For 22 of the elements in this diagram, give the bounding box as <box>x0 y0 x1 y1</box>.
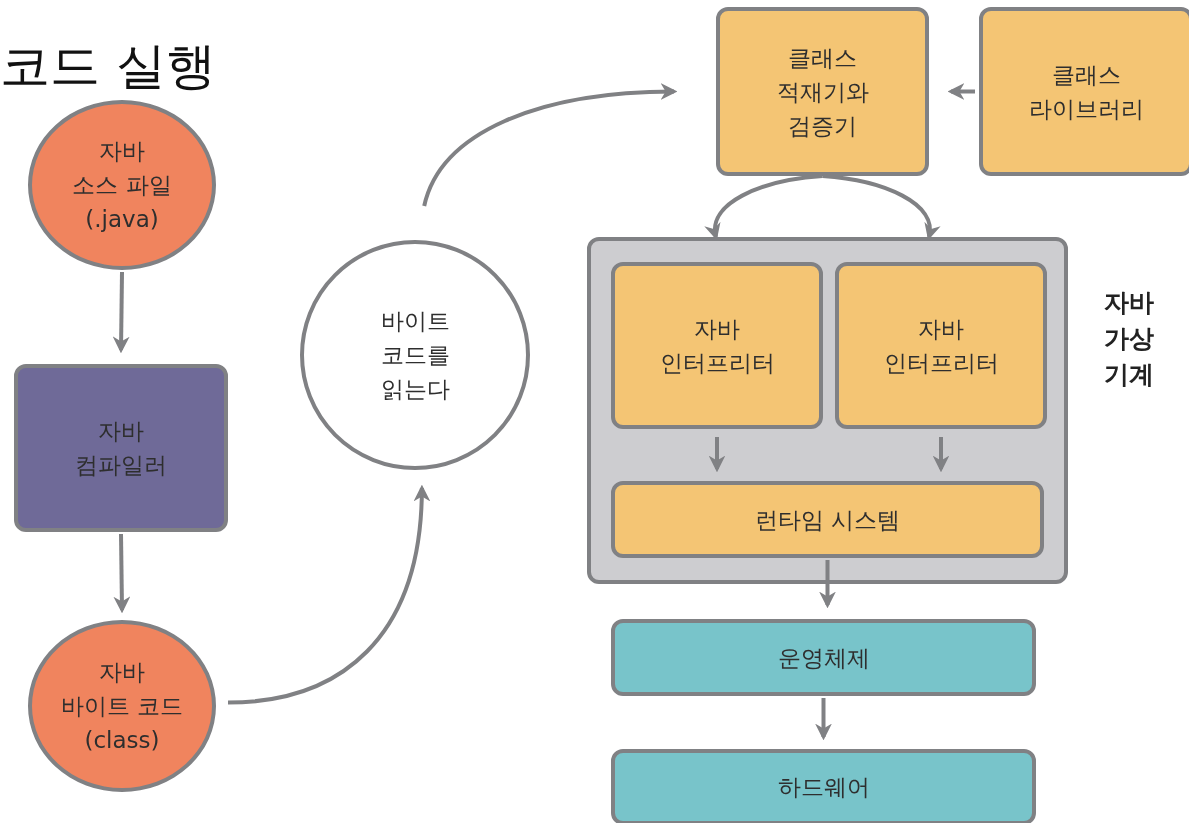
process-box: 자바 컴파일러 <box>14 364 228 532</box>
arrow <box>932 437 950 473</box>
ellipse-node: 자바 소스 파일 (.java) <box>28 100 216 270</box>
title: 코드 실행 <box>0 36 216 96</box>
process-box: 클래스 라이브러리 <box>979 7 1189 176</box>
ellipse-node: 자바 바이트 코드 (class) <box>28 620 216 792</box>
arrow <box>422 83 678 207</box>
process-box: 하드웨어 <box>611 749 1036 823</box>
arrow <box>708 437 726 473</box>
arrow <box>113 533 131 614</box>
process-box: 자바 인터프리터 <box>611 262 823 429</box>
heading: 자바 가상 기계 <box>1104 287 1154 391</box>
arrow <box>815 698 832 741</box>
arrow <box>947 83 975 100</box>
process-box: 자바 인터프리터 <box>835 262 1047 429</box>
process-box: 클래스 적재기와 검증기 <box>716 7 929 176</box>
circle-node: 바이트 코드를 읽는다 <box>300 240 530 470</box>
process-box: 런타임 시스템 <box>611 481 1044 558</box>
arrow <box>227 484 430 705</box>
arrow <box>112 271 130 354</box>
arrow <box>819 560 836 609</box>
process-box: 운영체제 <box>611 619 1036 696</box>
